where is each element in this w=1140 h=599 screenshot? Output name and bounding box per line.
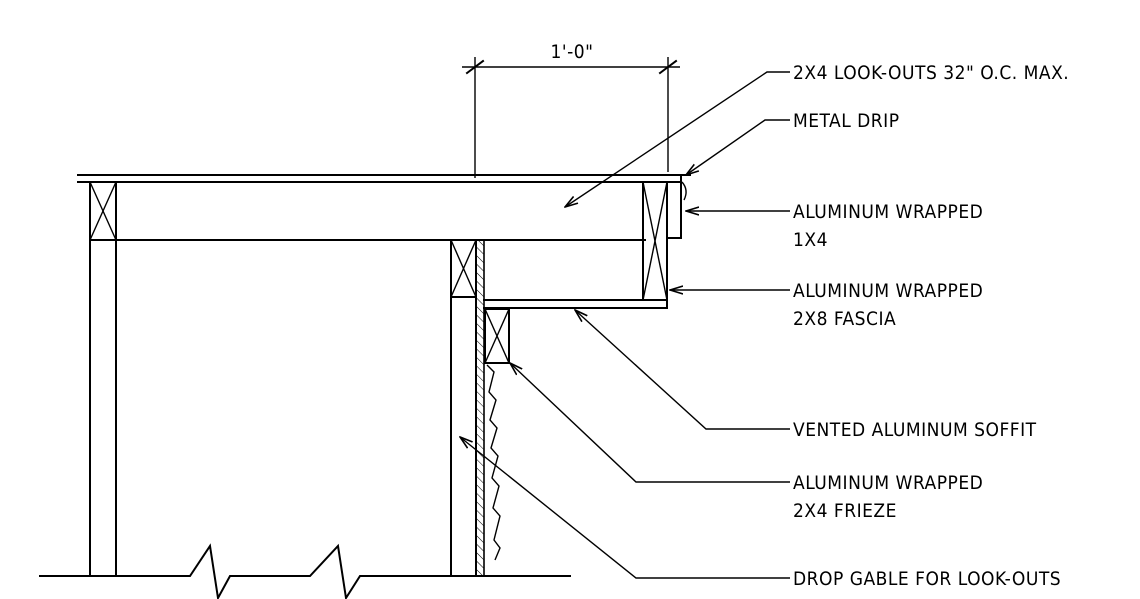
label-metal-drip: METAL DRIP [793,110,900,132]
drop-gable-stud [450,239,477,577]
soffit-panel [483,299,668,309]
leader-soffit [575,310,790,430]
leader-lines [460,71,790,579]
label-frieze-line2: 2X4 FRIEZE [793,500,897,522]
metal-drip [642,174,687,201]
roof-sheathing [77,174,691,183]
frieze-board [484,308,510,364]
label-fascia-line1: ALUMINUM WRAPPED [793,280,983,302]
fascia-board [642,181,668,301]
leader-drop-gable [460,437,790,579]
label-fascia-line2: 2X8 FASCIA [793,308,896,330]
dimension-label: 1'-0" [551,41,594,63]
siding-strip [475,239,485,577]
left-end-block [89,181,117,241]
label-lookouts: 2X4 LOOK-OUTS 32" O.C. MAX. [793,62,1069,84]
wrapped-1x4 [666,181,682,239]
ground-line [39,543,571,599]
label-soffit: VENTED ALUMINUM SOFFIT [793,419,1037,441]
label-1x4-line2: 1X4 [793,229,828,251]
leader-lookouts [565,71,790,207]
label-frieze-line1: ALUMINUM WRAPPED [793,472,983,494]
dimension-one-foot [462,57,680,178]
leader-metal-drip [686,119,790,175]
leader-frieze [510,363,790,483]
wall-cladding [486,364,501,561]
label-1x4-line1: ALUMINUM WRAPPED [793,201,983,223]
left-stud [89,239,117,577]
label-drop-gable: DROP GABLE FOR LOOK-OUTS [793,568,1061,590]
